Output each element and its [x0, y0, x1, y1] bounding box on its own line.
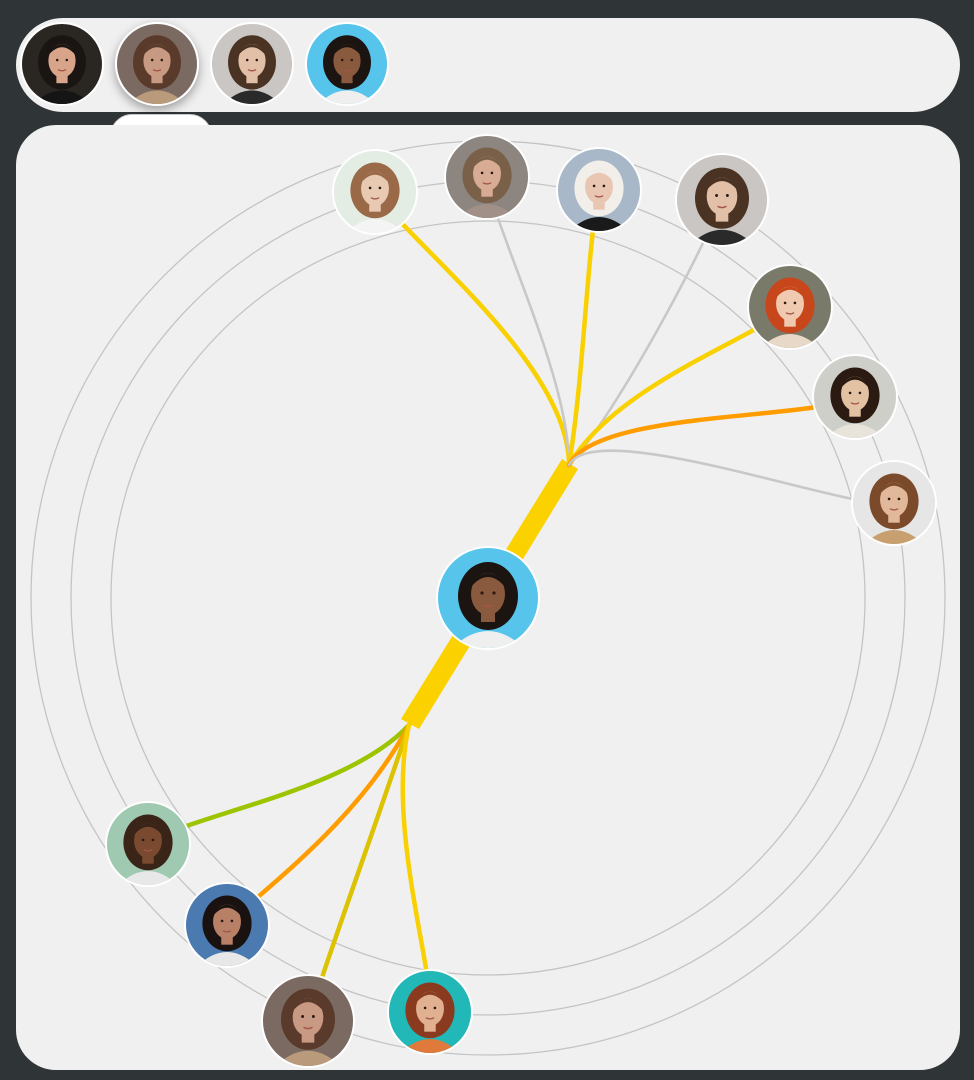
person-avatar[interactable]	[20, 22, 104, 106]
portrait-icon	[446, 136, 528, 218]
portrait-icon	[22, 24, 102, 104]
person-avatar[interactable]	[210, 22, 294, 106]
portrait-icon	[677, 155, 767, 245]
portrait-icon	[814, 356, 896, 438]
connected-person-avatar[interactable]	[444, 134, 530, 220]
portrait-icon	[438, 548, 538, 648]
person-avatar[interactable]	[305, 22, 389, 106]
portrait-icon	[307, 24, 387, 104]
portrait-icon	[558, 149, 640, 231]
connection-edge	[485, 175, 571, 467]
person-avatar[interactable]	[115, 22, 199, 106]
connected-person-avatar[interactable]	[556, 147, 642, 233]
connected-person-avatar[interactable]	[675, 153, 769, 247]
portrait-icon	[263, 976, 353, 1066]
connected-person-avatar[interactable]	[851, 460, 937, 546]
portrait-icon	[117, 24, 197, 104]
connected-person-avatar[interactable]	[261, 974, 355, 1068]
portrait-icon	[107, 803, 189, 885]
portrait-icon	[334, 151, 416, 233]
relationship-graph-panel	[16, 125, 960, 1070]
portrait-icon	[212, 24, 292, 104]
connection-edge	[372, 189, 572, 468]
center-person-avatar[interactable]	[436, 546, 540, 650]
connected-person-avatar[interactable]	[105, 801, 191, 887]
connected-person-avatar[interactable]	[747, 264, 833, 350]
orbit-ring	[110, 220, 866, 976]
portrait-icon	[853, 462, 935, 544]
portrait-icon	[389, 971, 471, 1053]
connected-person-avatar[interactable]	[387, 969, 473, 1055]
connected-person-avatar[interactable]	[332, 149, 418, 235]
connected-person-avatar[interactable]	[812, 354, 898, 440]
portrait-icon	[186, 884, 268, 966]
connected-person-avatar[interactable]	[184, 882, 270, 968]
portrait-icon	[749, 266, 831, 348]
